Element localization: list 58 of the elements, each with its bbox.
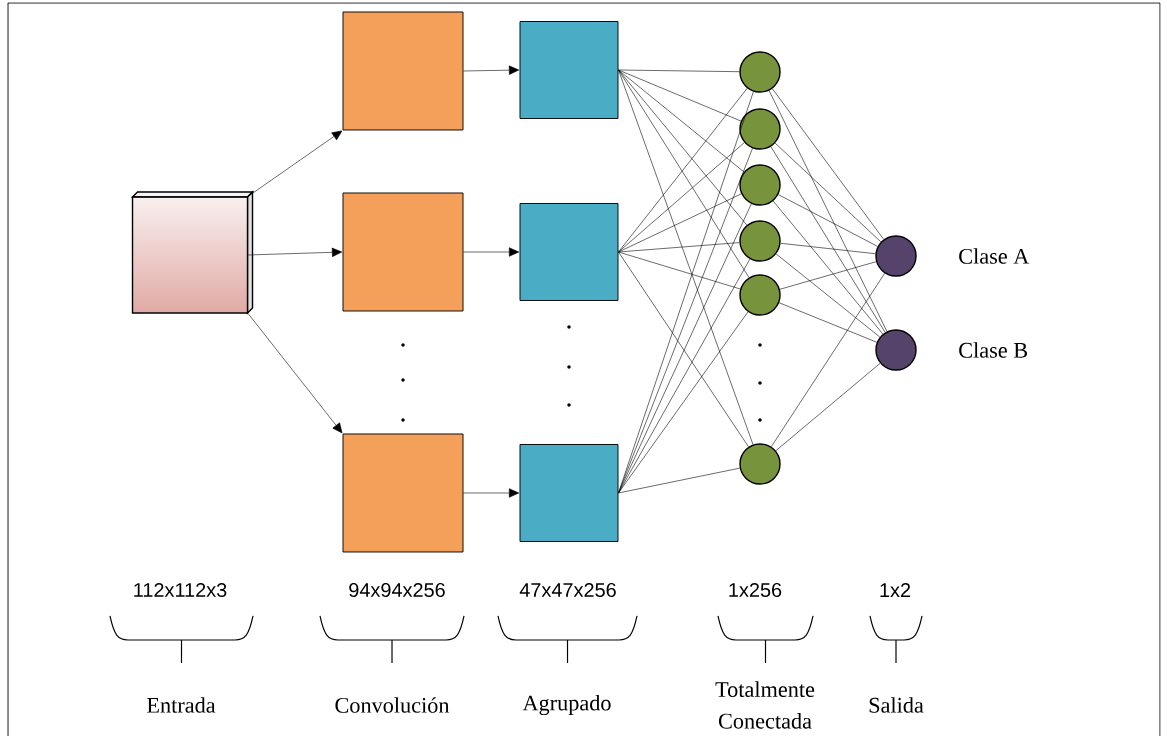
neuron-circle <box>739 274 781 316</box>
connection-line <box>768 90 888 332</box>
connection-line <box>618 251 749 448</box>
connection-line <box>618 203 752 494</box>
neuron-circle <box>739 443 781 485</box>
layer-label: Convolución <box>335 697 450 713</box>
connection-line <box>618 69 742 122</box>
layer-label: Totalmente Conectada <box>715 681 815 729</box>
connection-line <box>778 194 878 247</box>
pooling-box <box>519 21 619 119</box>
connection-line <box>618 311 749 494</box>
class-label: Clase B <box>959 342 1027 358</box>
convolution-box <box>342 433 464 553</box>
arrow <box>247 130 343 197</box>
dimension-label: 47x47x256 <box>519 582 616 598</box>
connection-line <box>775 363 881 451</box>
connection-line <box>780 242 876 255</box>
arrow <box>463 65 520 75</box>
connection-line <box>618 467 741 494</box>
connection-line <box>772 88 884 240</box>
connection-line <box>618 251 741 290</box>
connection-line <box>770 146 886 333</box>
connection-line <box>775 253 881 338</box>
neuron-circle <box>739 164 781 206</box>
connection-line <box>618 142 745 253</box>
arrow <box>247 313 343 434</box>
dimension-label: 1x256 <box>729 582 782 598</box>
layer-label: Agrupado <box>522 694 611 716</box>
connection-line <box>778 302 878 343</box>
connection-line <box>618 69 750 278</box>
output-neuron <box>875 235 917 277</box>
neuron-circle <box>739 220 781 262</box>
convolution-box <box>342 11 464 131</box>
layer-label: Entrada <box>147 697 216 713</box>
connection-line <box>618 193 742 253</box>
dimension-label: 112x112x3 <box>134 582 227 598</box>
arrow <box>247 247 343 257</box>
layer-label: Salida <box>869 697 924 713</box>
arrow <box>463 247 520 257</box>
connection-line <box>771 273 885 447</box>
connection-line <box>618 69 754 445</box>
connection-line <box>618 69 748 226</box>
neuron-circle <box>739 108 781 150</box>
pooling-box <box>519 444 619 542</box>
connection-line <box>618 69 745 173</box>
convolution-box <box>342 192 464 312</box>
dimension-label: 94x94x256 <box>349 582 445 598</box>
connection-line <box>774 142 882 243</box>
arrow <box>463 488 520 498</box>
connection-line <box>618 242 740 253</box>
connection-line <box>618 69 740 72</box>
class-label: Clase A <box>959 248 1030 264</box>
output-neuron <box>875 329 917 371</box>
pooling-box <box>519 203 619 301</box>
connection-line <box>779 261 877 290</box>
neuron-circle <box>739 51 781 93</box>
dimension-label: 1x2 <box>880 583 911 597</box>
connection-line <box>772 200 884 335</box>
